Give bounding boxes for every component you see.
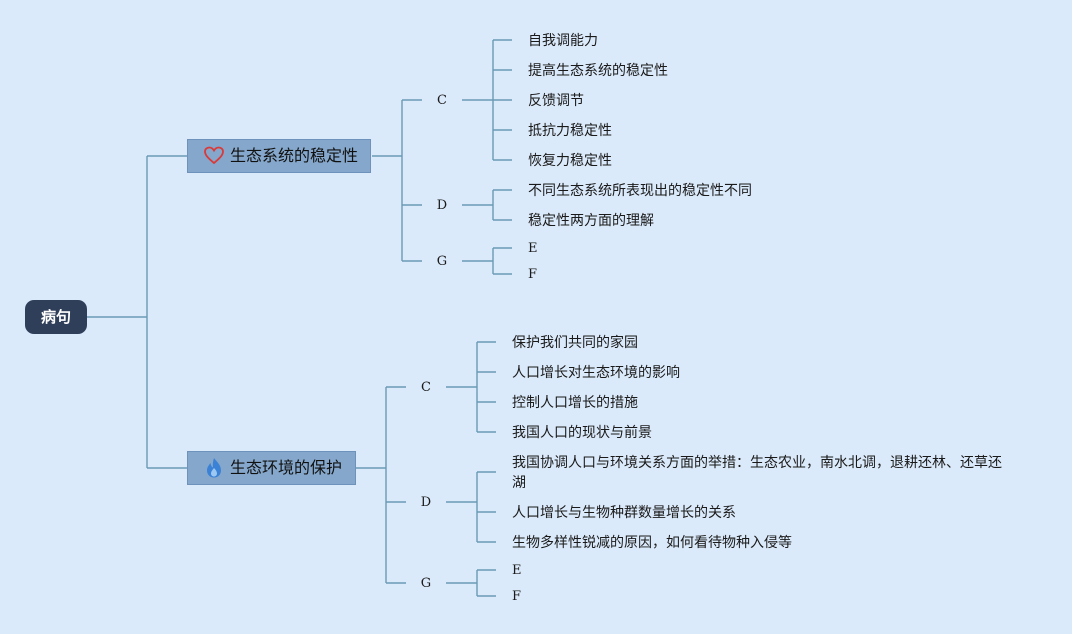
group-label[interactable]: D [420, 495, 432, 510]
leaf-topic[interactable]: 恢复力稳定性 [528, 153, 612, 169]
leaf-topic[interactable]: 人口增长对生态环境的影响 [512, 365, 680, 381]
group-label[interactable]: C [437, 93, 447, 108]
branch-environment-protection[interactable]: 生态环境的保护 [187, 451, 356, 485]
leaf-topic[interactable]: F [528, 267, 538, 282]
group-label[interactable]: D [436, 198, 448, 213]
branch-label: 生态系统的稳定性 [230, 146, 359, 165]
group-label[interactable]: G [436, 254, 448, 269]
branch-ecosystem-stability[interactable]: 生态系统的稳定性 [187, 139, 371, 173]
leaf-topic[interactable]: 我国协调人口与环境关系方面的举措：生态农业，南水北调，退耕还林、还草还湖 [512, 455, 1002, 491]
heart-icon [204, 140, 224, 172]
leaf-topic[interactable]: 反馈调节 [528, 93, 584, 109]
flame-icon [204, 452, 224, 484]
leaf-topic[interactable]: 不同生态系统所表现出的稳定性不同 [528, 183, 752, 199]
leaf-topic[interactable]: 提高生态系统的稳定性 [528, 63, 668, 79]
branch-label: 生态环境的保护 [230, 458, 343, 477]
leaf-topic[interactable]: 自我调能力 [528, 33, 598, 49]
leaf-topic[interactable]: E [512, 563, 522, 578]
root-node[interactable]: 病句 [25, 300, 87, 334]
leaf-topic[interactable]: 我国人口的现状与前景 [512, 425, 652, 441]
leaf-topic[interactable]: E [528, 241, 538, 256]
leaf-topic[interactable]: F [512, 589, 522, 604]
leaf-topic[interactable]: 人口增长与生物种群数量增长的关系 [512, 505, 736, 521]
leaf-topic[interactable]: 保护我们共同的家园 [512, 335, 638, 351]
leaf-topic[interactable]: 稳定性两方面的理解 [528, 213, 654, 229]
leaf-topic[interactable]: 抵抗力稳定性 [528, 123, 612, 139]
leaf-topic[interactable]: 控制人口增长的措施 [512, 395, 638, 411]
group-label[interactable]: G [420, 576, 432, 591]
group-label[interactable]: C [421, 380, 431, 395]
leaf-topic[interactable]: 生物多样性锐减的原因，如何看待物种入侵等 [512, 535, 792, 551]
